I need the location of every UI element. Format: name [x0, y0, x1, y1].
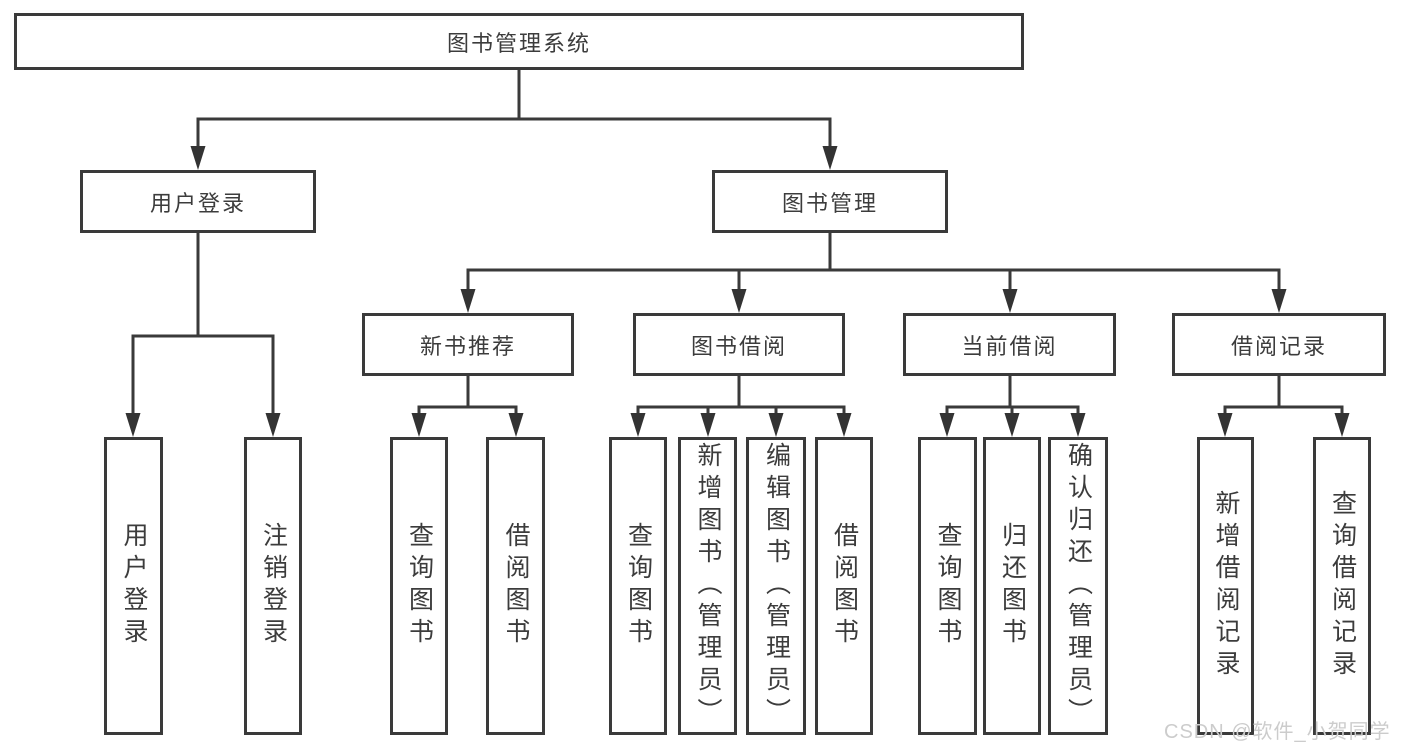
- node-root-system: 图书管理系统: [14, 13, 1024, 70]
- node-label: 查询图书: [934, 522, 962, 650]
- node-label: 借阅记录: [1230, 333, 1327, 359]
- leaf-return-book: 归还图书: [983, 437, 1041, 735]
- leaf-query-books-borrowing: 查询图书: [609, 437, 667, 735]
- node-label: 用户登录: [120, 522, 148, 650]
- leaf-logout: 注销登录: [244, 437, 302, 735]
- leaf-add-borrow-record: 新增借阅记录: [1197, 437, 1254, 735]
- node-label: 借阅图书: [830, 522, 859, 650]
- node-label: 图书管理: [781, 190, 878, 216]
- node-book-management-branch: 图书管理: [712, 170, 948, 233]
- node-label: 新增借阅记录: [1212, 490, 1240, 682]
- node-label: 图书借阅: [690, 333, 787, 359]
- node-borrowing-records: 借阅记录: [1172, 313, 1386, 376]
- node-label: 编辑图书（管理员）: [762, 442, 791, 730]
- leaf-query-borrow-record: 查询借阅记录: [1313, 437, 1371, 735]
- leaf-borrow-books-recommend: 借阅图书: [486, 437, 545, 735]
- leaf-borrow-books: 借阅图书: [815, 437, 873, 735]
- node-user-login-branch: 用户登录: [80, 170, 316, 233]
- node-label: 归还图书: [998, 522, 1027, 650]
- node-label: 注销登录: [259, 522, 288, 650]
- node-new-book-recommend: 新书推荐: [362, 313, 574, 376]
- node-label: 新书推荐: [419, 333, 516, 359]
- node-label: 借阅图书: [502, 522, 530, 650]
- node-label: 确认归还（管理员）: [1064, 442, 1093, 730]
- leaf-edit-book-admin: 编辑图书（管理员）: [746, 437, 806, 735]
- node-label: 图书管理系统: [446, 30, 591, 56]
- leaf-query-books-recommend: 查询图书: [390, 437, 448, 735]
- leaf-query-books-current: 查询图书: [918, 437, 977, 735]
- node-current-borrowing: 当前借阅: [903, 313, 1116, 376]
- node-label: 查询借阅记录: [1328, 490, 1357, 682]
- leaf-confirm-return-admin: 确认归还（管理员）: [1048, 437, 1108, 735]
- leaf-user-login: 用户登录: [104, 437, 163, 735]
- csdn-watermark: CSDN @软件_小贺同学: [1164, 721, 1391, 743]
- node-book-borrowing: 图书借阅: [633, 313, 845, 376]
- node-label: 查询图书: [405, 522, 434, 650]
- leaf-add-book-admin: 新增图书（管理员）: [678, 437, 737, 735]
- node-label: 查询图书: [624, 522, 653, 650]
- node-label: 新增图书（管理员）: [694, 442, 722, 730]
- node-label: 当前借阅: [961, 333, 1058, 359]
- node-label: 用户登录: [149, 190, 246, 216]
